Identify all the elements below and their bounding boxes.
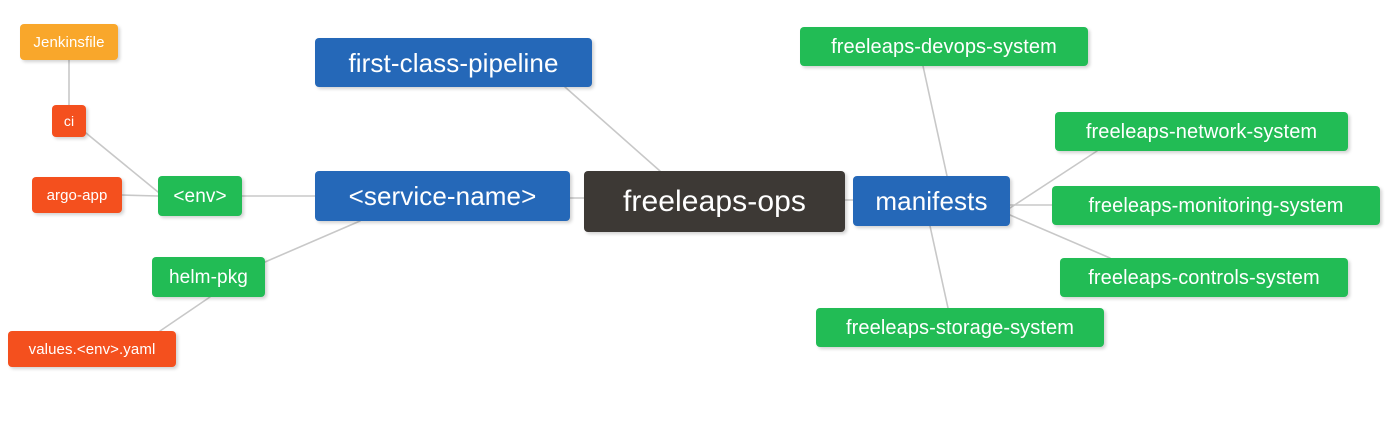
node-values-yaml[interactable]: values.<env>.yaml — [8, 331, 176, 367]
node-manifests[interactable]: manifests — [853, 176, 1010, 226]
node-label-values-yaml: values.<env>.yaml — [28, 340, 156, 358]
edge-first-class-pipeline-to-freeleaps-ops — [564, 86, 661, 172]
node-label-ci: ci — [63, 113, 75, 129]
edge-helm-pkg-to-service-name — [264, 220, 361, 263]
node-label-manifests: manifests — [875, 186, 988, 216]
node-label-freeleaps-network-system: freeleaps-network-system — [1085, 120, 1318, 143]
edge-manifests-to-freeleaps-storage-system — [929, 225, 949, 309]
edge-values-yaml-to-helm-pkg — [159, 296, 211, 332]
node-helm-pkg[interactable]: helm-pkg — [152, 257, 265, 297]
node-env[interactable]: <env> — [158, 176, 242, 216]
node-label-env: <env> — [173, 185, 227, 207]
edge-argo-app-to-env — [121, 194, 159, 197]
node-label-freeleaps-devops-system: freeleaps-devops-system — [831, 35, 1057, 58]
node-service-name[interactable]: <service-name> — [315, 171, 570, 221]
node-label-freeleaps-ops: freeleaps-ops — [622, 184, 807, 218]
node-freeleaps-ops[interactable]: freeleaps-ops — [584, 171, 845, 232]
node-freeleaps-storage-system[interactable]: freeleaps-storage-system — [816, 308, 1104, 347]
node-freeleaps-network-system[interactable]: freeleaps-network-system — [1055, 112, 1348, 151]
node-label-freeleaps-monitoring-system: freeleaps-monitoring-system — [1088, 194, 1344, 217]
node-freeleaps-devops-system[interactable]: freeleaps-devops-system — [800, 27, 1088, 66]
node-label-service-name: <service-name> — [348, 181, 537, 211]
node-freeleaps-monitoring-system[interactable]: freeleaps-monitoring-system — [1052, 186, 1380, 225]
node-label-helm-pkg: helm-pkg — [169, 266, 248, 288]
edge-freeleaps-devops-system-to-manifests — [922, 65, 948, 177]
node-label-freeleaps-storage-system: freeleaps-storage-system — [845, 316, 1075, 339]
node-label-first-class-pipeline: first-class-pipeline — [348, 47, 559, 78]
node-argo-app[interactable]: argo-app — [32, 177, 122, 213]
node-first-class-pipeline[interactable]: first-class-pipeline — [315, 38, 592, 87]
node-label-jenkinsfile: Jenkinsfile — [33, 33, 105, 51]
node-ci[interactable]: ci — [52, 105, 86, 137]
node-label-freeleaps-controls-system: freeleaps-controls-system — [1088, 266, 1320, 289]
node-jenkinsfile[interactable]: Jenkinsfile — [20, 24, 118, 60]
node-freeleaps-controls-system[interactable]: freeleaps-controls-system — [1060, 258, 1348, 297]
node-label-argo-app: argo-app — [46, 186, 108, 204]
